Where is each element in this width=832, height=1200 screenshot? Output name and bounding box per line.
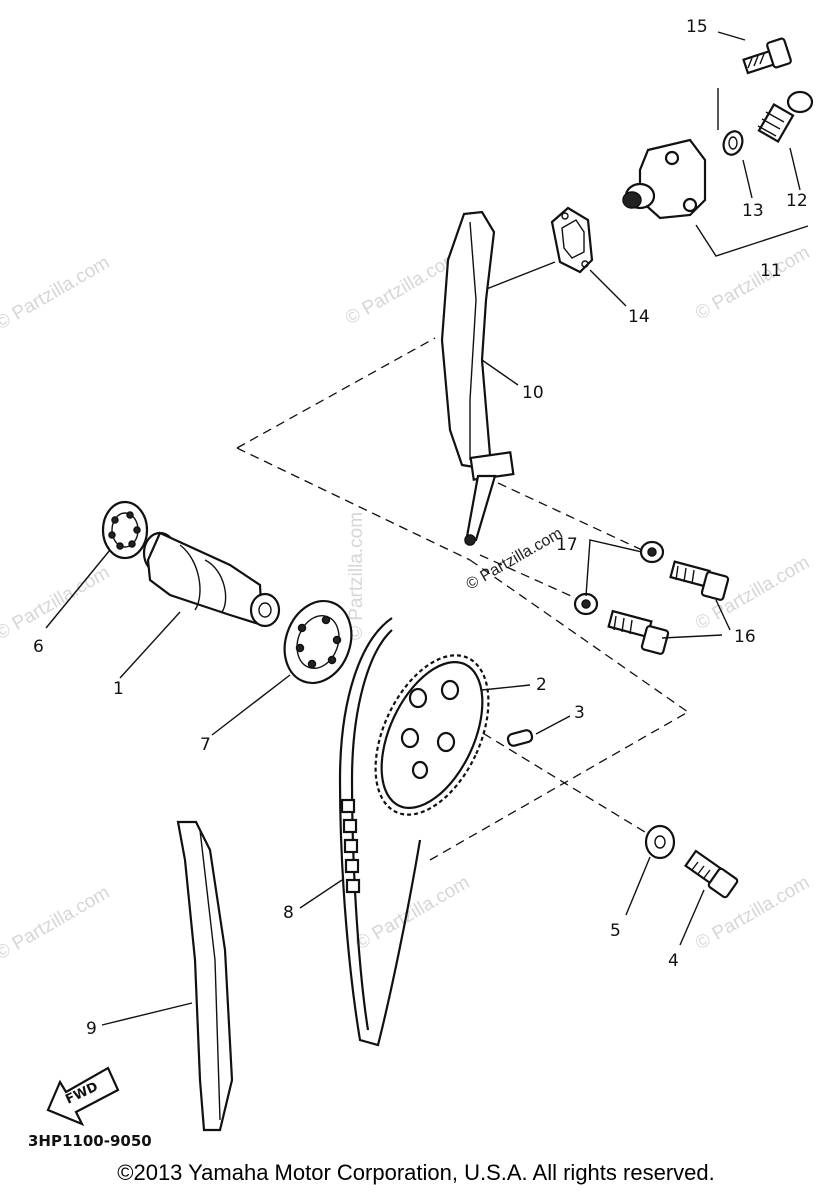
callout-14: 14	[628, 307, 650, 327]
callout-8: 8	[283, 903, 294, 923]
cam-sprocket	[374, 654, 531, 816]
dowel-pin	[506, 715, 571, 747]
sprocket-bolt	[625, 824, 739, 946]
callout-1: 1	[113, 679, 124, 699]
watermark: © Partzilla.com	[0, 882, 113, 964]
copyright-notice: ©2013 Yamaha Motor Corporation, U.S.A. A…	[117, 1160, 715, 1185]
watermark: © Partzilla.com	[0, 252, 113, 334]
guide-bolts	[573, 539, 731, 655]
callout-9: 9	[86, 1019, 97, 1039]
watermark: © Partzilla.com	[0, 562, 113, 644]
watermark: © Partzilla.com	[346, 512, 367, 640]
bearing-right	[211, 599, 353, 736]
callout-2: 2	[536, 675, 547, 695]
callout-12: 12	[786, 191, 808, 211]
exploded-view-drawing: © Partzilla.com © Partzilla.com © Partzi…	[0, 17, 814, 1150]
watermark: © Partzilla.com	[692, 242, 813, 324]
callout-4: 4	[668, 951, 679, 971]
fwd-arrow-icon: FWD	[46, 1066, 120, 1127]
callout-13: 13	[742, 201, 764, 221]
callout-17: 17	[556, 535, 578, 555]
drawing-code: 3HP1100-9050	[28, 1132, 152, 1150]
callout-15: 15	[686, 17, 708, 37]
callout-10: 10	[522, 383, 544, 403]
callout-11: 11	[760, 261, 782, 281]
alignment-lines	[236, 337, 689, 861]
tensioner-gasket	[483, 206, 627, 307]
bearing-left	[45, 500, 149, 629]
cam-chain	[299, 617, 422, 1047]
watermark: © Partzilla.com	[464, 525, 566, 594]
callout-7: 7	[200, 735, 211, 755]
callout-6: 6	[33, 637, 44, 657]
callout-16: 16	[734, 627, 756, 647]
chain-guide-fixed	[101, 820, 234, 1132]
callout-3: 3	[574, 703, 585, 723]
camshaft	[119, 531, 281, 679]
chain-guide-tensioner-side	[440, 210, 519, 546]
callouts: 1 2 3 4 5 6 7 8 9 10 11 12 13 14 15 16 1…	[33, 17, 808, 1039]
callout-5: 5	[610, 921, 621, 941]
tensioner-assembly	[622, 31, 814, 257]
